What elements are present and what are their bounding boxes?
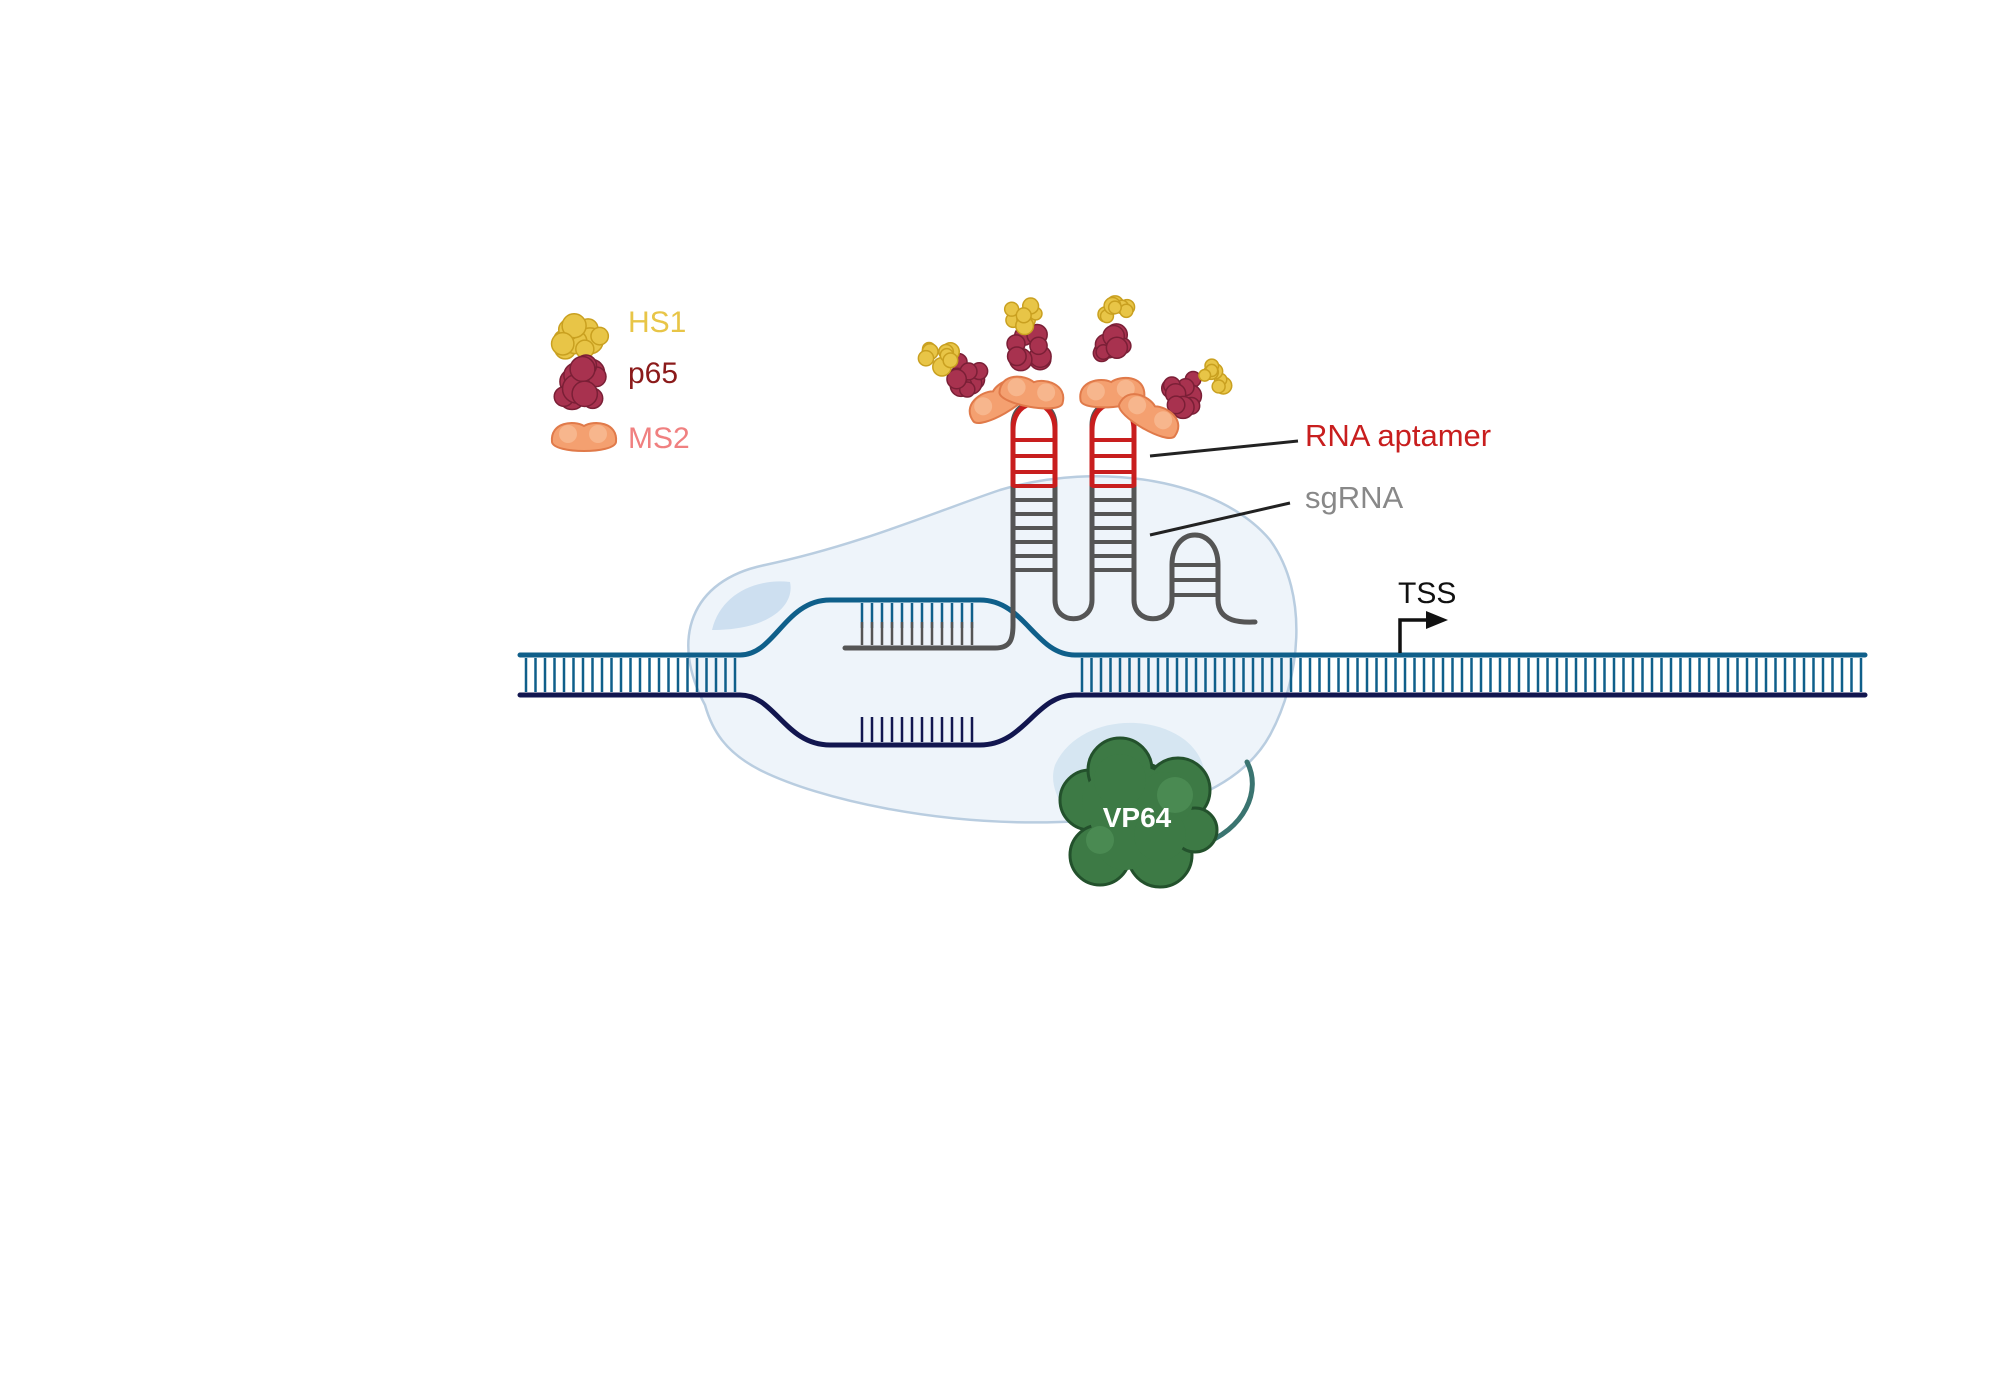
protein-subunit xyxy=(1015,307,1032,324)
ms2-lobe xyxy=(1116,379,1135,398)
protein-subunit xyxy=(569,355,596,383)
protein-subunit xyxy=(550,331,575,356)
aptamer-pointer xyxy=(1149,439,1299,458)
dna-top-strand xyxy=(517,597,1868,658)
ms2-lobe xyxy=(974,397,993,416)
ms2-p65-hs1-complex-right xyxy=(1079,295,1233,439)
p65-hs1-arm xyxy=(1003,297,1052,372)
ms2-protein xyxy=(550,422,618,452)
protein-subunit xyxy=(590,326,610,346)
vp64-protein xyxy=(1058,736,1219,889)
tss-label: TSS xyxy=(1398,577,1456,610)
protein-subunit xyxy=(1006,346,1027,367)
legend-hs1-label: HS1 xyxy=(628,306,686,339)
tss-arrow xyxy=(1398,611,1448,653)
guide-rna-pairs xyxy=(860,622,974,645)
dcas9-highlight xyxy=(712,581,791,630)
protein-subunit xyxy=(1105,336,1129,359)
protein-subunit xyxy=(1166,395,1186,415)
p65-hs1-arm xyxy=(1160,358,1233,420)
legend-complex-icon xyxy=(550,312,618,452)
ms2-lobe xyxy=(1037,383,1056,402)
ms2-lobe xyxy=(559,425,577,443)
legend-p65-label: p65 xyxy=(628,357,678,390)
rna-aptamer-label: RNA aptamer xyxy=(1305,418,1491,453)
p65-hs1-arm xyxy=(1092,295,1136,363)
protein-subunit xyxy=(1211,379,1226,394)
protein-subunit xyxy=(942,352,959,369)
protein-subunit xyxy=(1029,336,1048,356)
protein-subunit xyxy=(946,368,968,390)
protein-subunit xyxy=(1198,368,1212,382)
sgrna-pointer xyxy=(1149,501,1291,537)
dna-bottom-bubble-pairs xyxy=(860,717,974,742)
ms2-protein xyxy=(998,375,1065,410)
legend-ms2-label: MS2 xyxy=(628,422,690,455)
ms2-lobe xyxy=(1007,378,1026,397)
vp64-label: VP64 xyxy=(1103,802,1172,833)
p65-hs1-arm xyxy=(917,341,989,398)
ms2-lobe xyxy=(589,425,607,443)
protein-subunit xyxy=(561,312,587,339)
ms2-lobe xyxy=(1128,396,1147,415)
dna-bottom-strand xyxy=(517,692,1868,748)
stem-loop-rungs xyxy=(1013,438,1218,597)
ms2-lobe xyxy=(1154,411,1173,430)
sgrna-label: sgRNA xyxy=(1305,480,1404,515)
protein-subunit xyxy=(1107,300,1122,315)
dna-base-pairs-left xyxy=(524,658,737,692)
ms2-protein xyxy=(1079,376,1146,409)
ms2-p65-hs1-complex-left xyxy=(917,297,1065,424)
ms2-lobe xyxy=(1086,382,1105,401)
dna-base-pairs-right xyxy=(1080,658,1863,692)
protein-subunit xyxy=(571,380,599,408)
ms2-protein xyxy=(1118,393,1180,439)
protein-subunit xyxy=(917,349,935,367)
